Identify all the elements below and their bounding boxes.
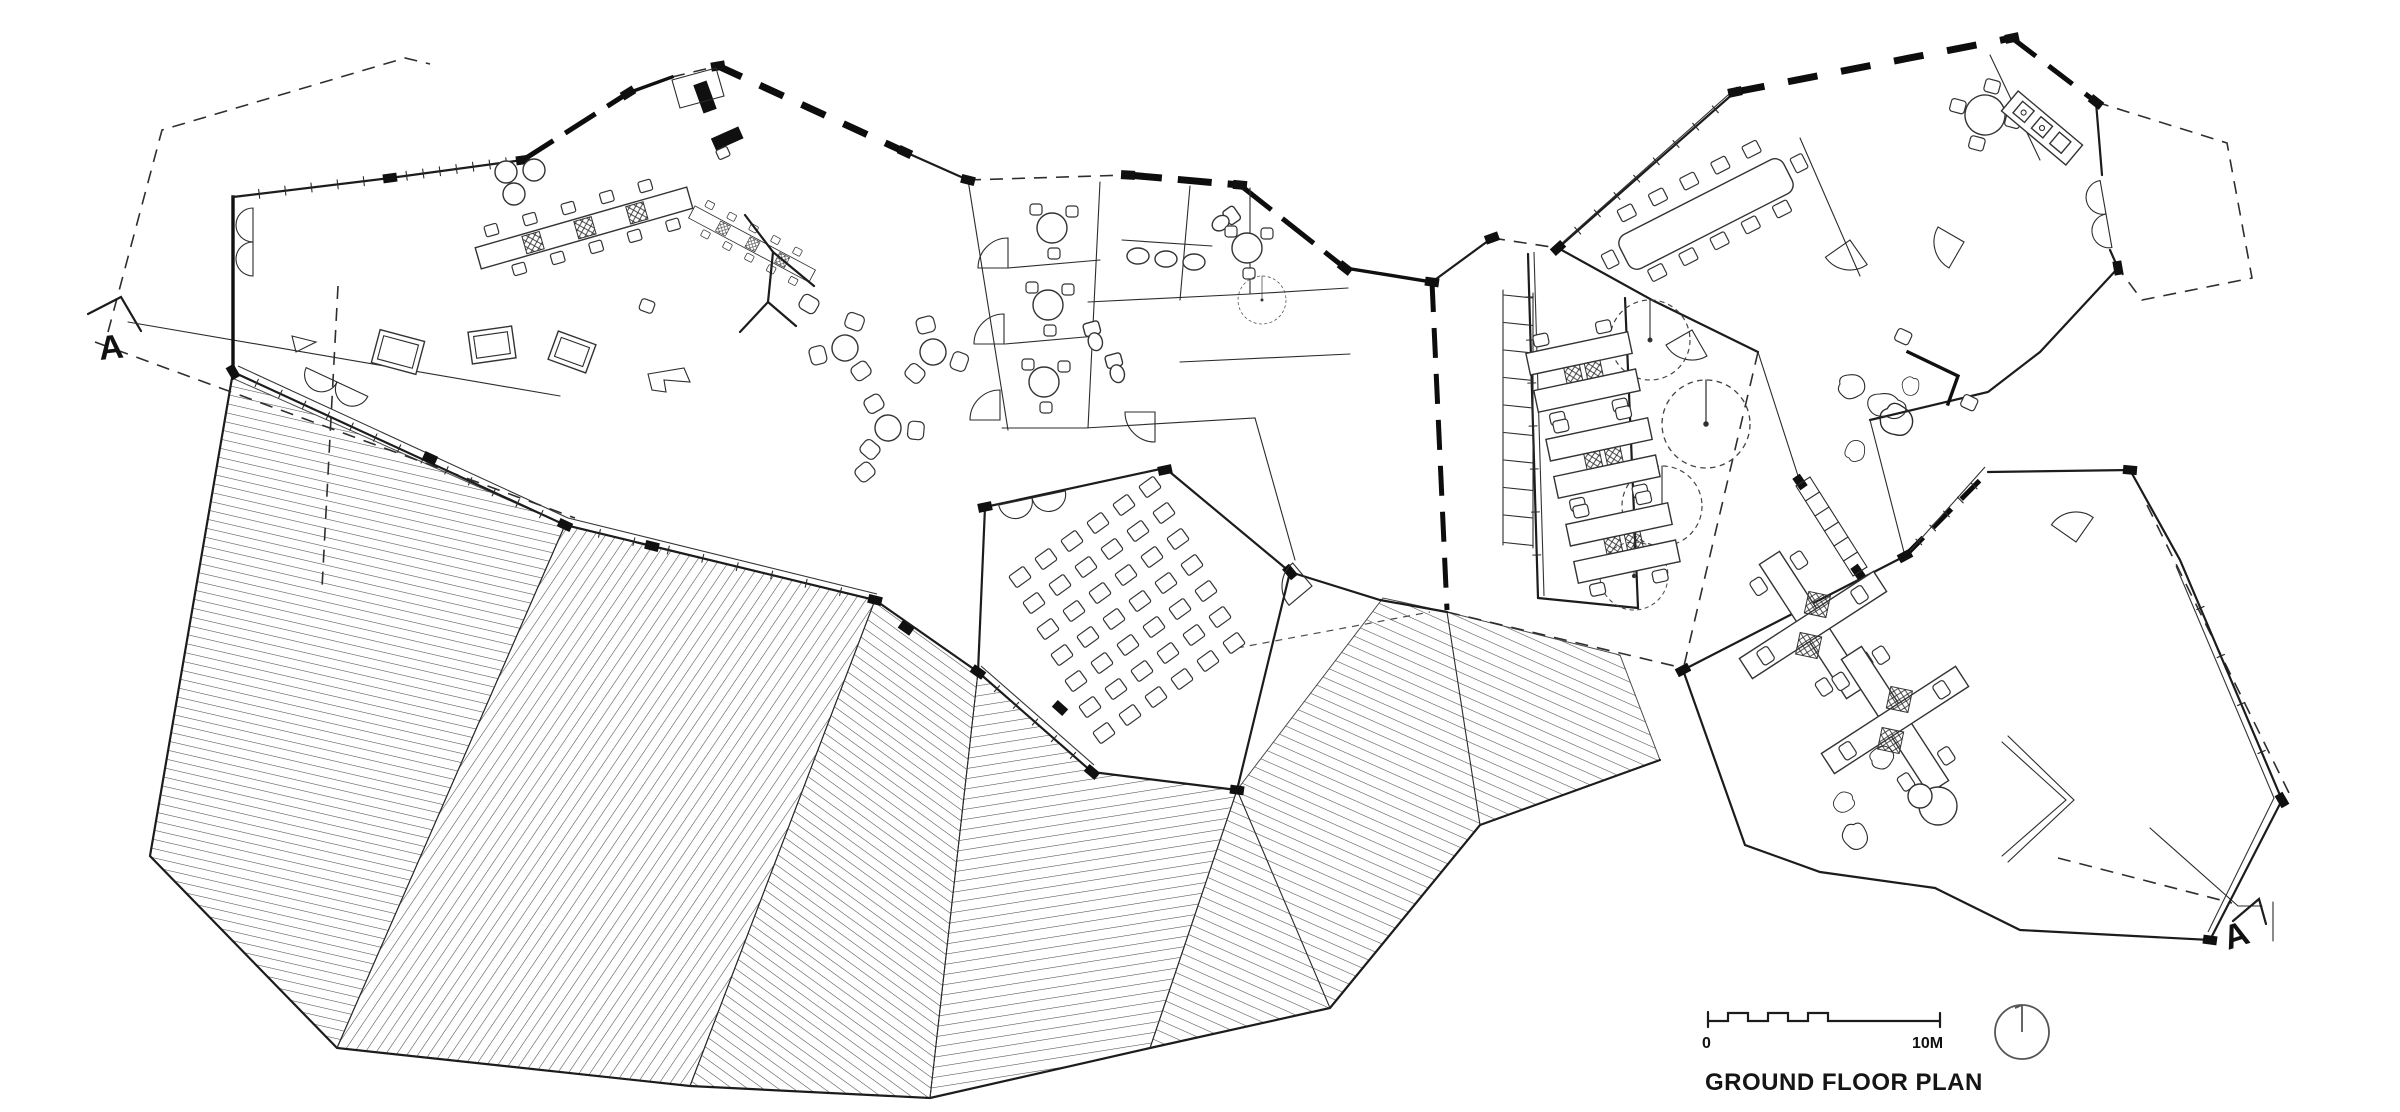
- meeting-table: [1600, 139, 1809, 282]
- link-ramp: [1795, 476, 1868, 577]
- angled-desk: [1905, 349, 1961, 407]
- workstation-room: [1521, 315, 1685, 600]
- plan-title: GROUND FLOOR PLAN: [1705, 1069, 1983, 1096]
- classroom-chair-grid: [1008, 476, 1246, 744]
- washroom-fixtures: [1082, 205, 1242, 384]
- deck-hatched-terrace: [148, 376, 1662, 1100]
- bottom-right-wing-furniture: [1701, 513, 2004, 854]
- reception-desk: [710, 126, 744, 151]
- section-marker-a-start-label: A: [97, 328, 125, 368]
- door-swing-arcs: [969, 226, 2094, 606]
- roof-overhang-dashed-outline: [107, 57, 2291, 796]
- section-marker-a-end-label: A: [2219, 914, 2254, 958]
- top-right-wing-furniture: [1600, 78, 2084, 466]
- small-meeting-table: [1224, 225, 1274, 280]
- north-arrow-icon: [1994, 1004, 2050, 1060]
- centre-block-rooms: [1021, 203, 1274, 414]
- structural-column-nodes: [225, 32, 2290, 946]
- round-table-office: [1949, 78, 2022, 152]
- scale-end-label: 10M: [1912, 1035, 1943, 1052]
- left-wing-open-hall-furniture: [291, 67, 975, 483]
- deck-joint-dashed: [1236, 611, 1431, 649]
- legend: 0 10M GROUND FLOOR PLAN: [1702, 1004, 2050, 1096]
- scale-start-label: 0: [1702, 1035, 1711, 1052]
- kitchen-counter: [2000, 90, 2084, 166]
- entrance-door-icon: [235, 207, 254, 277]
- tutorial-room-tables: [1021, 203, 1079, 414]
- branching-planter: [738, 213, 816, 334]
- short-desk-row: [683, 195, 822, 292]
- cabinet: [693, 80, 717, 114]
- section-cut-marker-a-start: A: [86, 295, 561, 397]
- double-swing-doors: [235, 179, 2113, 523]
- scale-bar: 0 10M: [1702, 1010, 1943, 1052]
- floor-mats: [291, 325, 691, 393]
- long-desk-row: [469, 169, 698, 285]
- lounge-rocks: [1837, 374, 1921, 466]
- window-mullion-ticks: [254, 105, 2266, 759]
- deck-fold-lines: [336, 524, 1481, 1099]
- stair-flight: [1502, 289, 1534, 549]
